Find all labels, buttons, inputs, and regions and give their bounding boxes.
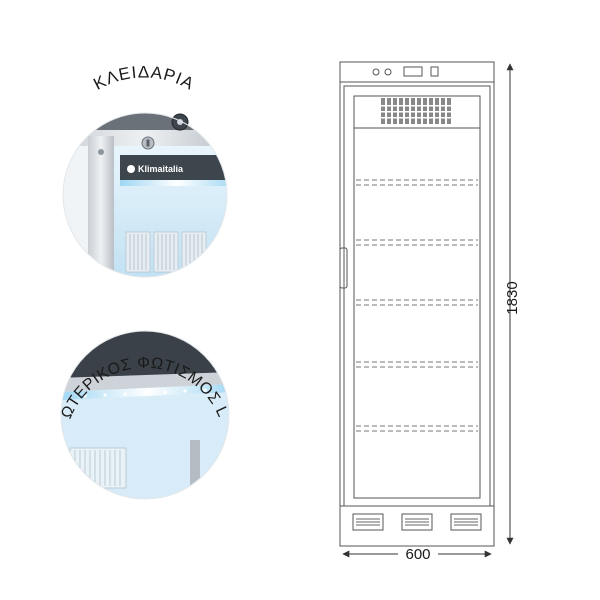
control-knob-icon — [372, 68, 380, 76]
lock-caption: ΚΛΕΙΔΑΡΙΑ — [90, 62, 197, 93]
height-label: 1830 — [504, 281, 521, 314]
door-outline — [343, 85, 491, 507]
lock-detail-photo: Klimaitalia — [62, 112, 228, 278]
width-label: 600 — [405, 546, 430, 563]
cabinet-outline — [339, 61, 495, 547]
switch-icon — [430, 66, 439, 77]
door-handle — [339, 247, 348, 289]
lock-icon — [141, 113, 189, 150]
control-panel — [372, 66, 439, 77]
width-dimension: 600 — [342, 546, 492, 563]
control-knob-icon — [384, 68, 392, 76]
height-dimension: 1830 — [504, 63, 521, 545]
fridge-drawing — [339, 61, 495, 547]
shelves — [356, 179, 478, 432]
glass-panel — [353, 95, 481, 499]
bottom-vent — [352, 513, 482, 531]
display-icon — [403, 66, 423, 77]
brand-label: Klimaitalia — [138, 164, 184, 174]
